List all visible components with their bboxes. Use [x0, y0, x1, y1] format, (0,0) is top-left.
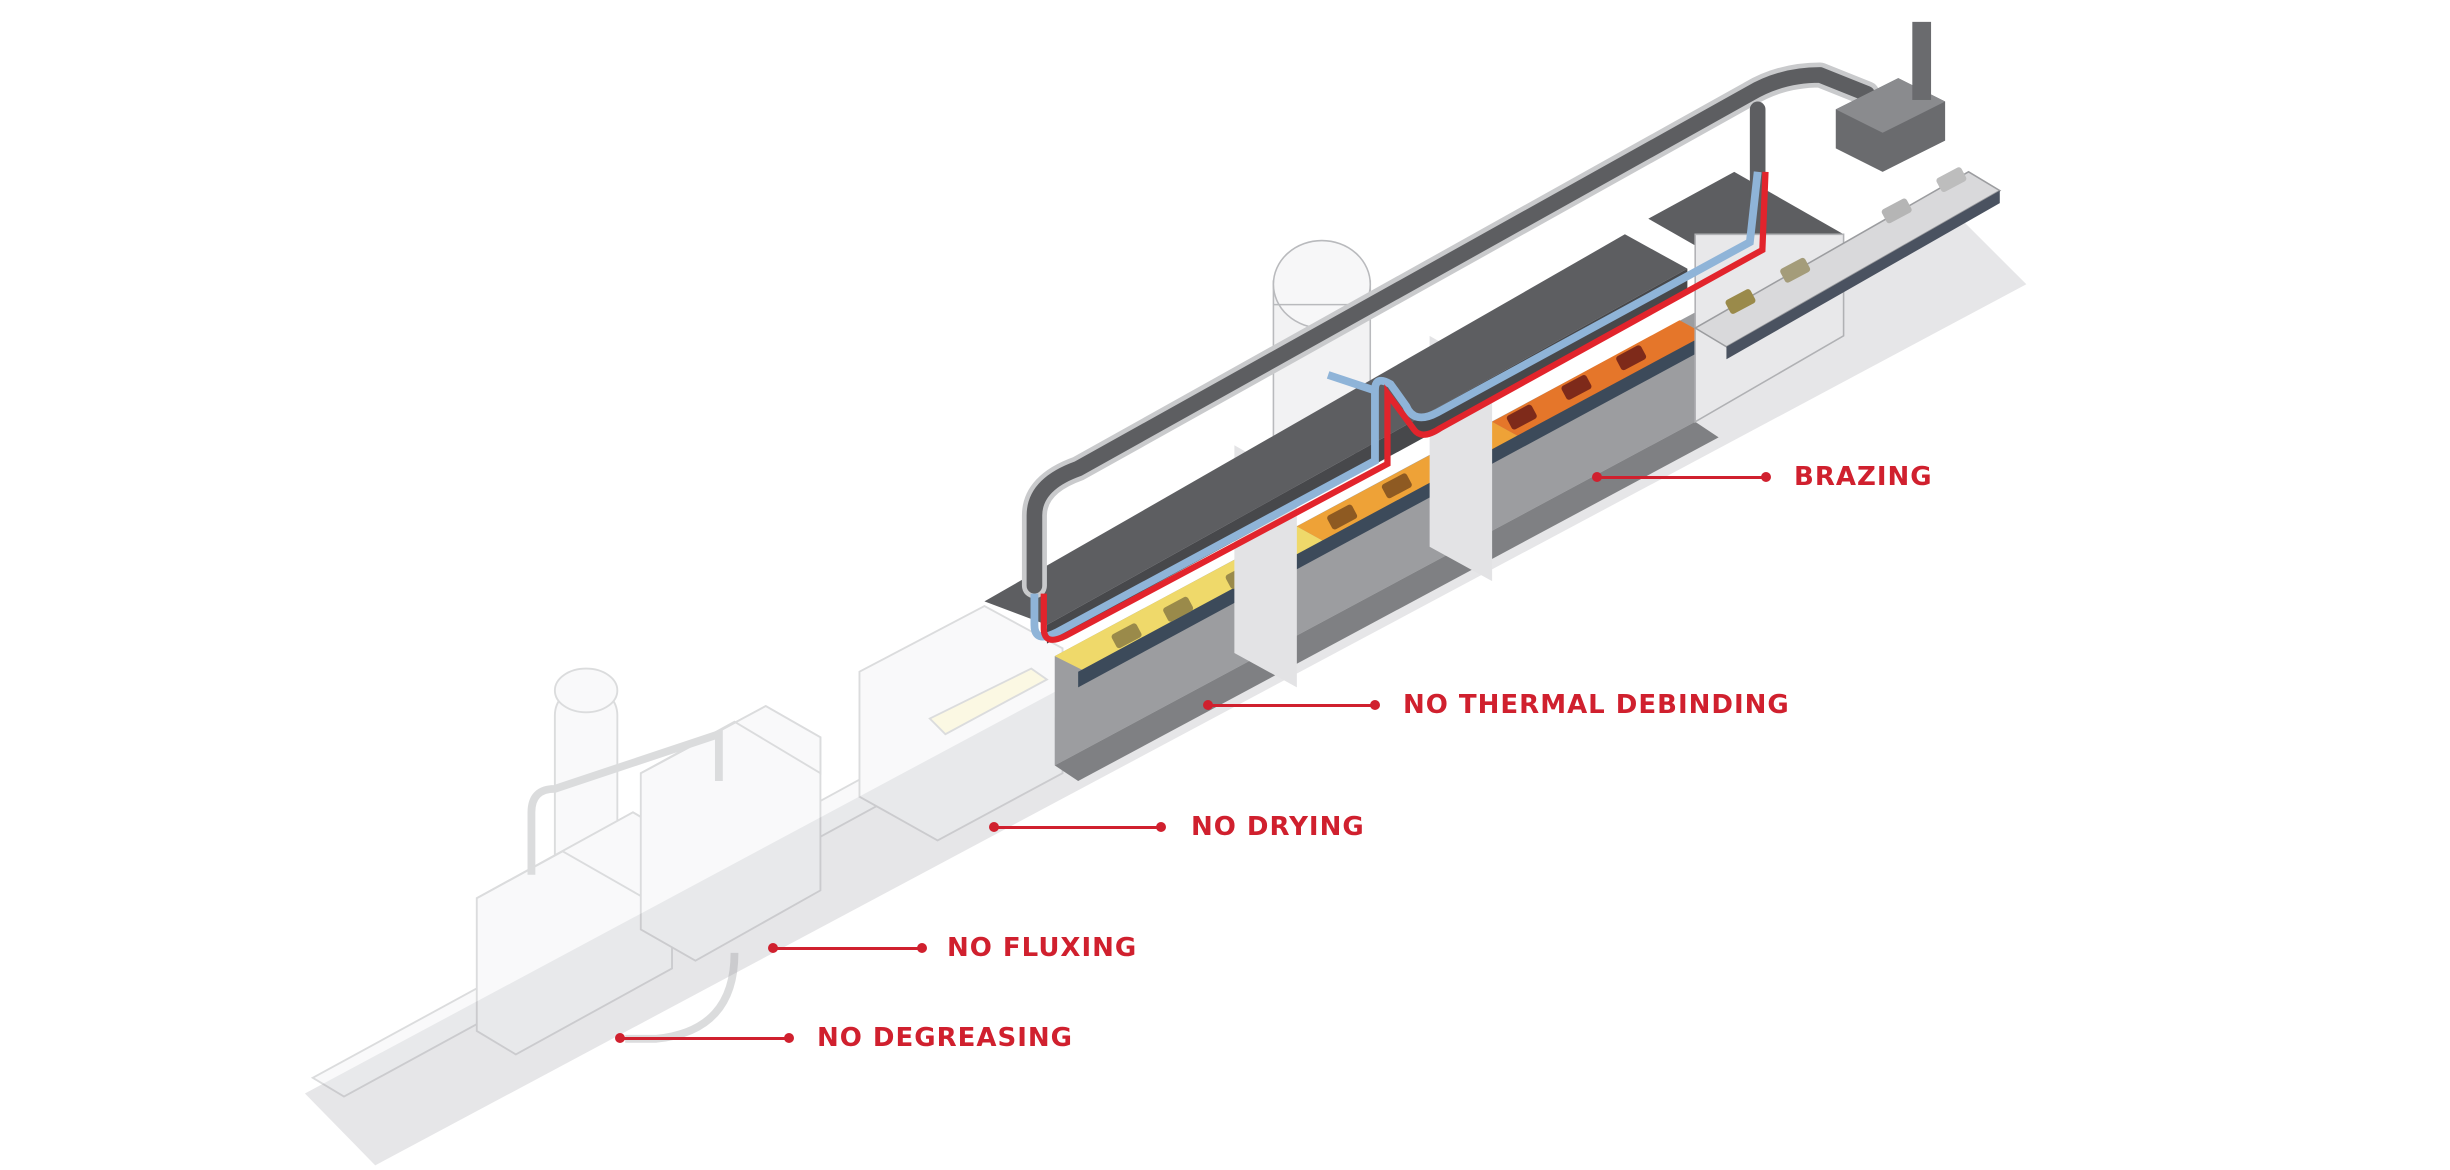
thermal-debinding-leader [1203, 700, 1380, 710]
drying-leader [989, 822, 1166, 832]
gas-lines [1030, 171, 1769, 643]
parts [1111, 345, 1647, 649]
label-no-degreasing: NO DEGREASING [817, 1023, 1074, 1053]
label-brazing: BRAZING [1794, 462, 1933, 492]
exit-conveyor [1693, 167, 2002, 360]
removed-process-stations [310, 605, 1064, 1098]
label-no-drying: NO DRYING [1191, 812, 1365, 842]
fluxing-leader [768, 943, 927, 953]
exhaust-fan [1835, 21, 1946, 172]
label-no-thermal-debinding: NO THERMAL DEBINDING [1403, 690, 1790, 720]
brazing-leader [1592, 472, 1771, 482]
degreasing-leader [615, 1033, 794, 1043]
label-no-fluxing: NO FLUXING [947, 933, 1138, 963]
